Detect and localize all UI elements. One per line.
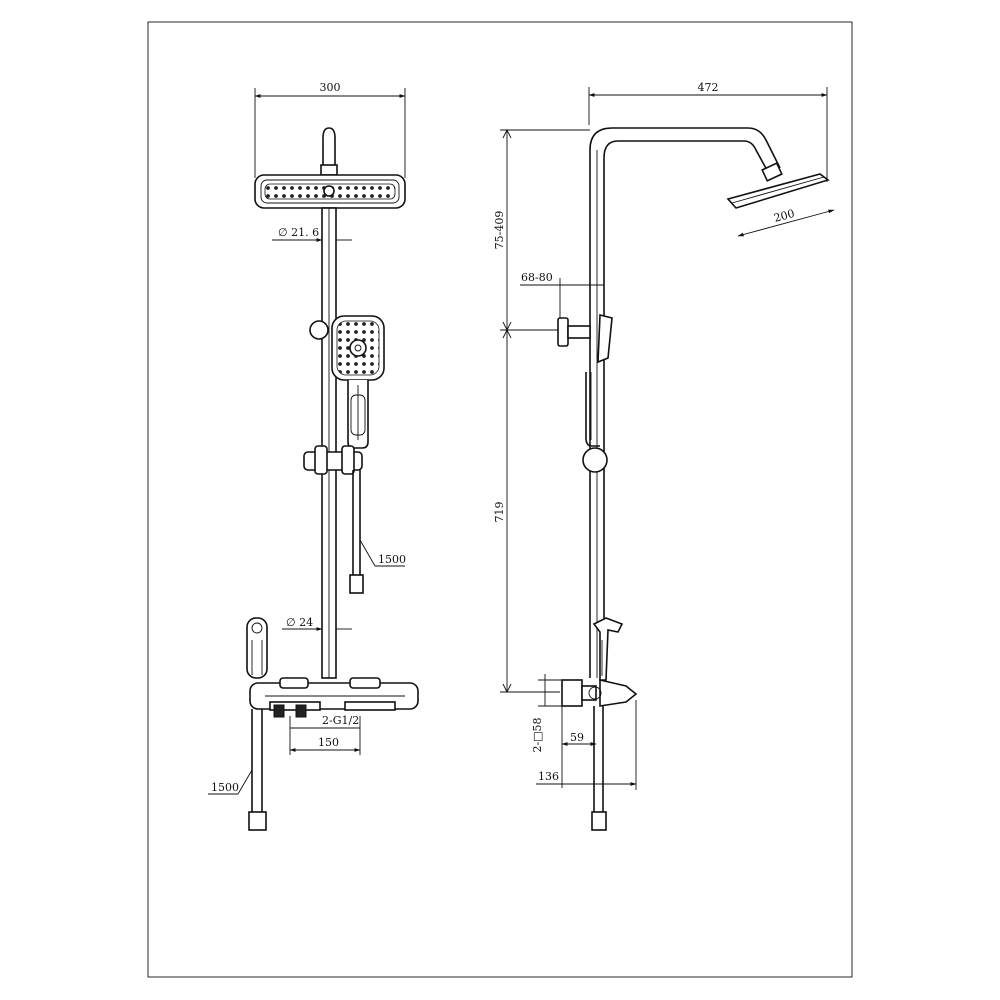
dim-head-size: 200 — [737, 207, 835, 237]
dim-total-depth: 136 — [536, 700, 637, 790]
dim-pipe-dia-lower: ∅ 24 — [282, 616, 352, 631]
dim-valve-depth: 59 — [561, 706, 597, 788]
rain-shower-head — [254, 174, 406, 209]
dim-label-150: 150 — [318, 736, 339, 749]
shower-arm-outer — [589, 127, 781, 678]
bracket-knob — [309, 320, 329, 340]
dim-bracket-offset: 68-80 — [520, 271, 605, 325]
dim-label-dia-21: ∅ 21. 6 — [278, 226, 319, 239]
dim-label-bidet-hose: 1500 — [211, 781, 239, 794]
dim-pipe-dia-upper: ∅ 21. 6 — [272, 226, 352, 242]
dim-hand-hose: 1500 — [359, 539, 406, 567]
dim-label-300: 300 — [320, 81, 341, 94]
bidet-sprayer — [246, 617, 268, 679]
drawing-border — [147, 21, 853, 978]
shower-head-side — [726, 173, 830, 209]
dim-valve-square: 2-□58 — [531, 674, 562, 753]
dim-label-75-409: 75-409 — [493, 211, 506, 250]
mixer-valve-side — [561, 678, 638, 707]
dim-label-472: 472 — [698, 81, 719, 94]
wall-bracket-side — [557, 313, 613, 364]
dim-label-inlet: 2-G1/2 — [322, 714, 359, 727]
front-view: 300 ∅ 21. 6 — [208, 81, 419, 831]
dim-label-hand-hose: 1500 — [378, 553, 406, 566]
dim-top-width: 300 — [254, 81, 406, 178]
dim-label-719: 719 — [493, 502, 506, 523]
dim-bidet-hose: 1500 — [208, 769, 253, 795]
top-arm-stub — [322, 127, 336, 170]
dim-label-59: 59 — [570, 731, 584, 744]
slider-side — [582, 447, 608, 473]
slider-bracket — [303, 445, 363, 475]
hand-shower — [331, 315, 385, 449]
dim-label-68-80: 68-80 — [521, 271, 553, 284]
dim-inlet-spacing: 150 — [289, 736, 361, 752]
inlet-right — [295, 704, 307, 718]
side-view: 472 200 75-409 719 — [493, 81, 835, 831]
dim-arm-reach: 472 — [588, 81, 828, 182]
dim-label-200: 200 — [772, 207, 796, 225]
mixer-valve-shelf — [249, 677, 419, 711]
bidet-sprayer-side — [592, 617, 624, 681]
dim-label-valve-square: 2-□58 — [531, 717, 544, 752]
dim-label-136: 136 — [538, 770, 559, 783]
shower-arm-inner — [603, 140, 769, 678]
dim-label-dia-24: ∅ 24 — [286, 616, 313, 629]
inlet-left — [273, 704, 285, 718]
hand-shower-side — [585, 372, 600, 447]
